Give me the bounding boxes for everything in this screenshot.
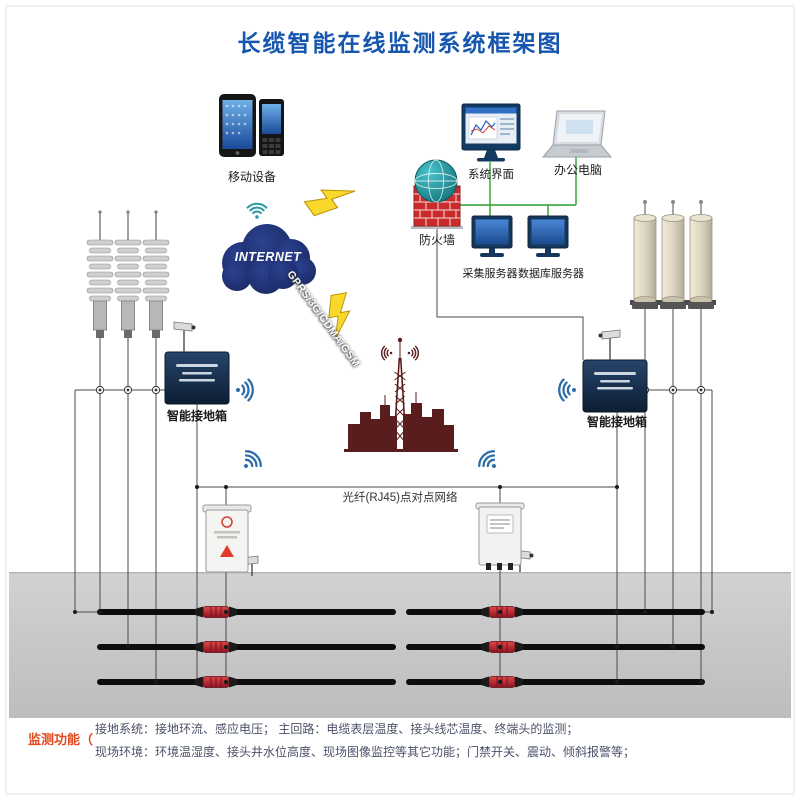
internet-cloud-label: INTERNET — [234, 250, 302, 264]
page-title: 长缆智能在线监测系统框架图 — [237, 30, 563, 56]
tablet-icon — [219, 94, 256, 157]
power-cables — [97, 609, 705, 685]
wifi-icon — [236, 447, 265, 476]
signal-tower-icon — [344, 337, 458, 452]
lightning-icon — [303, 189, 356, 339]
collect-server-label: 采集服务器 — [462, 268, 518, 280]
footer-line2: 现场环境：环境温湿度、接头井水位高度、现场图像监控等其它功能；门禁开关、震动、倾… — [95, 745, 636, 759]
fiber-link-label: 光纤(RJ45)点对点网络 — [342, 492, 458, 504]
server-icon — [471, 215, 513, 257]
left-grounding-box-label: 智能接地箱 — [166, 409, 227, 423]
grounding-box — [582, 359, 648, 413]
page-frame — [5, 5, 795, 795]
field-junction-box — [475, 502, 525, 570]
server-icon — [527, 215, 569, 257]
footer-heading: 监测功能（ — [28, 732, 94, 747]
cctv-camera-icon — [173, 321, 196, 352]
internet-cloud-icon — [222, 224, 316, 294]
wifi-icon — [475, 447, 504, 476]
wifi-icon — [246, 202, 268, 220]
db-server-label: 数据库服务器 — [518, 268, 584, 280]
wifi-icon — [234, 378, 254, 402]
monitor-icon — [461, 103, 521, 162]
right-grounding-box-label: 智能接地箱 — [586, 415, 647, 429]
firewall-icon — [411, 159, 463, 229]
footer-line1: 接地系统：接地环流、感应电压； 主回路：电缆表层温度、接头线芯温度、终端头的监测… — [95, 722, 579, 736]
office-pc-label: 办公电脑 — [553, 163, 602, 177]
field-junction-box — [202, 504, 252, 573]
laptop-icon — [541, 110, 613, 158]
mobile-devices-label: 移动设备 — [227, 170, 276, 184]
cctv-camera-icon — [598, 329, 621, 360]
cable-termination-icon — [630, 200, 716, 309]
cable-termination-icon — [86, 210, 170, 338]
grounding-box — [164, 351, 230, 405]
firewall-label: 防火墙 — [418, 233, 455, 247]
system-ui-label: 系统界面 — [468, 169, 514, 181]
lan-lines — [460, 157, 577, 216]
phone-icon — [259, 99, 284, 156]
junction-dots — [73, 485, 714, 685]
globe-icon — [414, 159, 458, 203]
wifi-icon — [558, 378, 578, 402]
